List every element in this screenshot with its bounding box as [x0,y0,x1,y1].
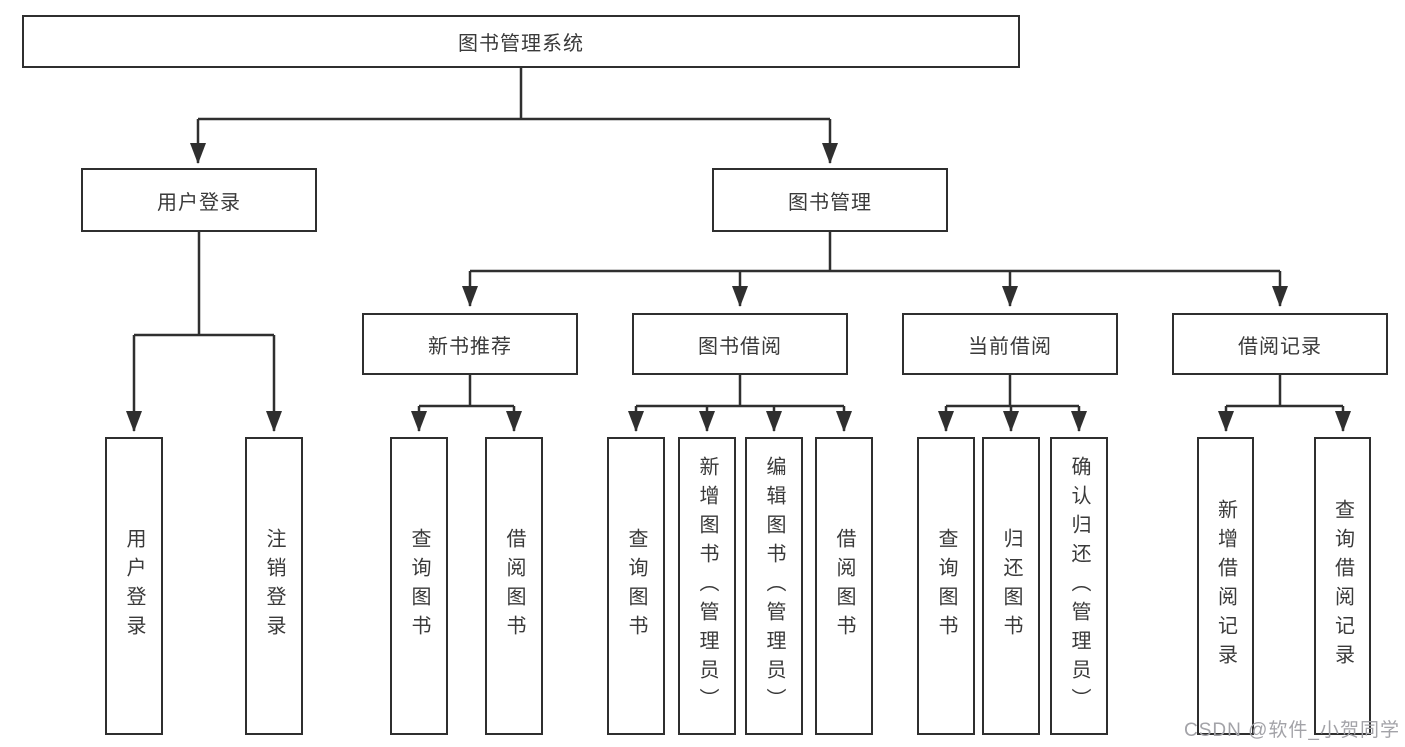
node-user-login: 用户登录 [81,168,317,232]
node-new-book-recommend: 新书推荐 [362,313,578,375]
node-leaf-return-books: 归还图书 [982,437,1040,735]
node-leaf-user-login: 用户登录 [105,437,163,735]
node-leaf-borrow-books-recommend: 借阅图书 [485,437,543,735]
node-leaf-query-books-borrow: 查询图书 [607,437,665,735]
node-leaf-add-borrow-record: 新增借阅记录 [1197,437,1254,735]
csdn-watermark: CSDN @软件_小贺同学 [1184,720,1400,741]
node-leaf-add-books-admin: 新增图书（管理员） [678,437,736,735]
node-leaf-borrow-books: 借阅图书 [815,437,873,735]
node-library-management-system: 图书管理系统 [22,15,1020,68]
node-book-borrow: 图书借阅 [632,313,848,375]
node-borrow-records: 借阅记录 [1172,313,1388,375]
node-leaf-query-borrow-record: 查询借阅记录 [1314,437,1371,735]
node-leaf-logout: 注销登录 [245,437,303,735]
node-book-management: 图书管理 [712,168,948,232]
node-leaf-edit-books-admin: 编辑图书（管理员） [745,437,803,735]
node-current-borrow: 当前借阅 [902,313,1118,375]
node-leaf-confirm-return-admin: 确认归还（管理员） [1050,437,1108,735]
node-leaf-query-books-current: 查询图书 [917,437,975,735]
node-leaf-query-books-recommend: 查询图书 [390,437,448,735]
